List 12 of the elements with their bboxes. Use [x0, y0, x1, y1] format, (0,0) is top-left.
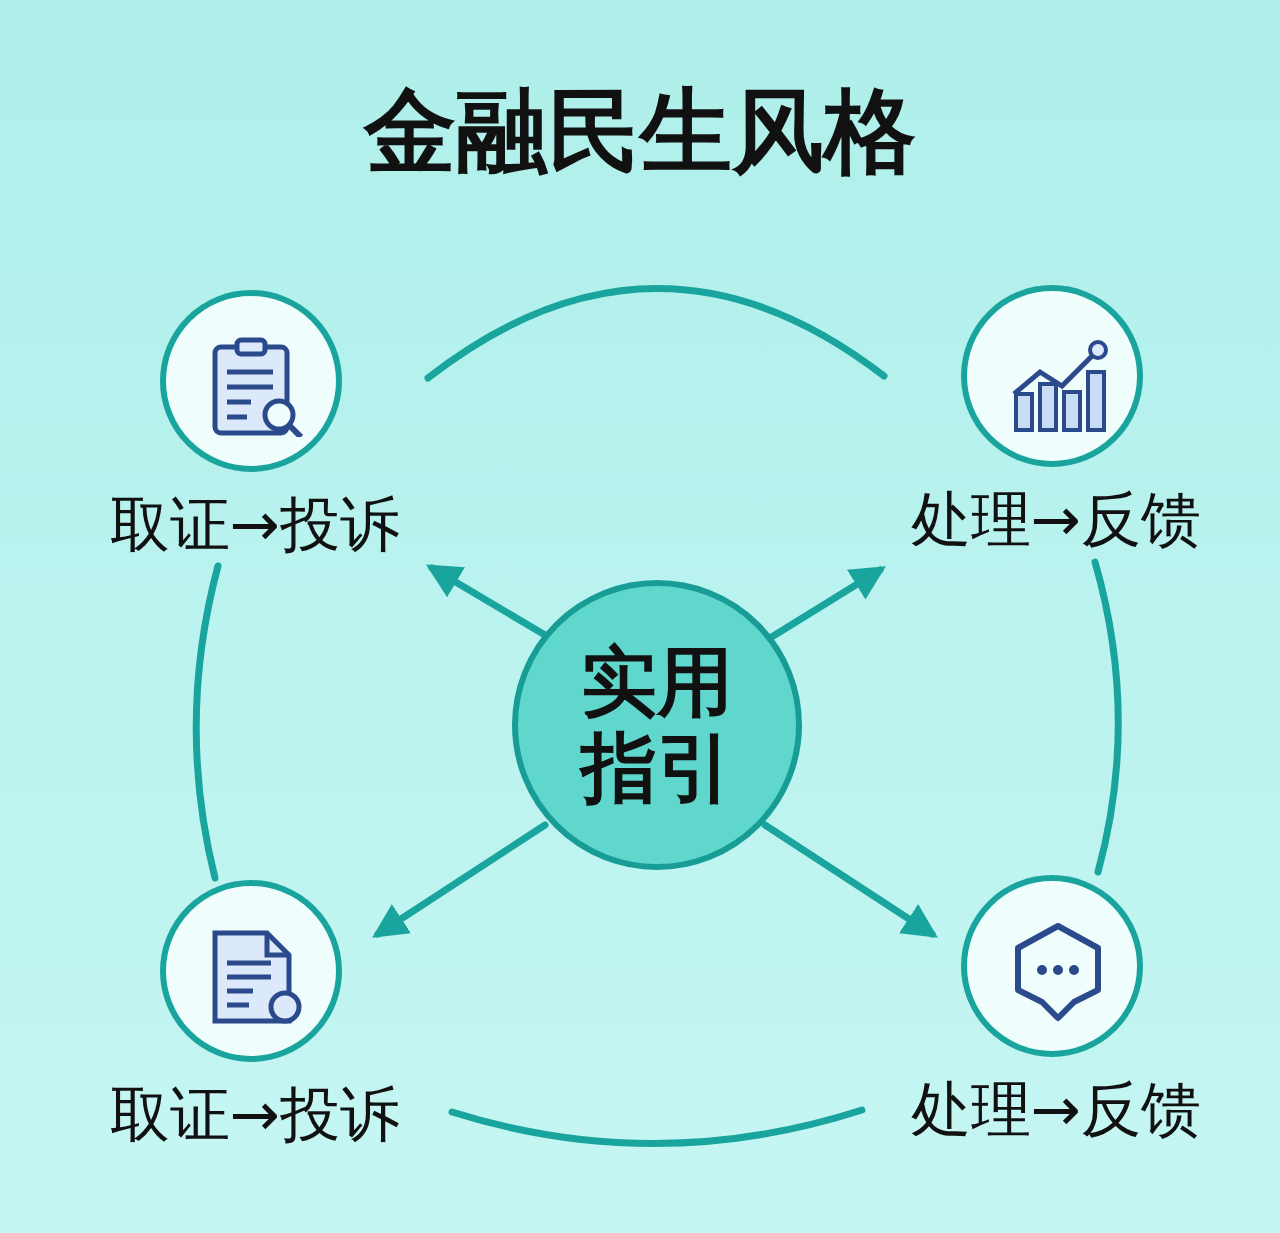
- step-label: 取证→投诉: [108, 488, 402, 561]
- step-label: 处理→反馈: [909, 1073, 1203, 1146]
- step-label: 取证→投诉: [108, 1078, 402, 1151]
- arc-connector: [424, 285, 888, 382]
- arc-connector: [448, 1106, 866, 1147]
- step-label: 处理→反馈: [909, 483, 1203, 556]
- arc-connector: [1091, 558, 1122, 876]
- center-label: 实用指引: [578, 639, 734, 811]
- title: 金融民生风格: [364, 78, 916, 185]
- arrow: [761, 821, 938, 938]
- arrow: [372, 821, 549, 938]
- arc-connector: [192, 562, 222, 882]
